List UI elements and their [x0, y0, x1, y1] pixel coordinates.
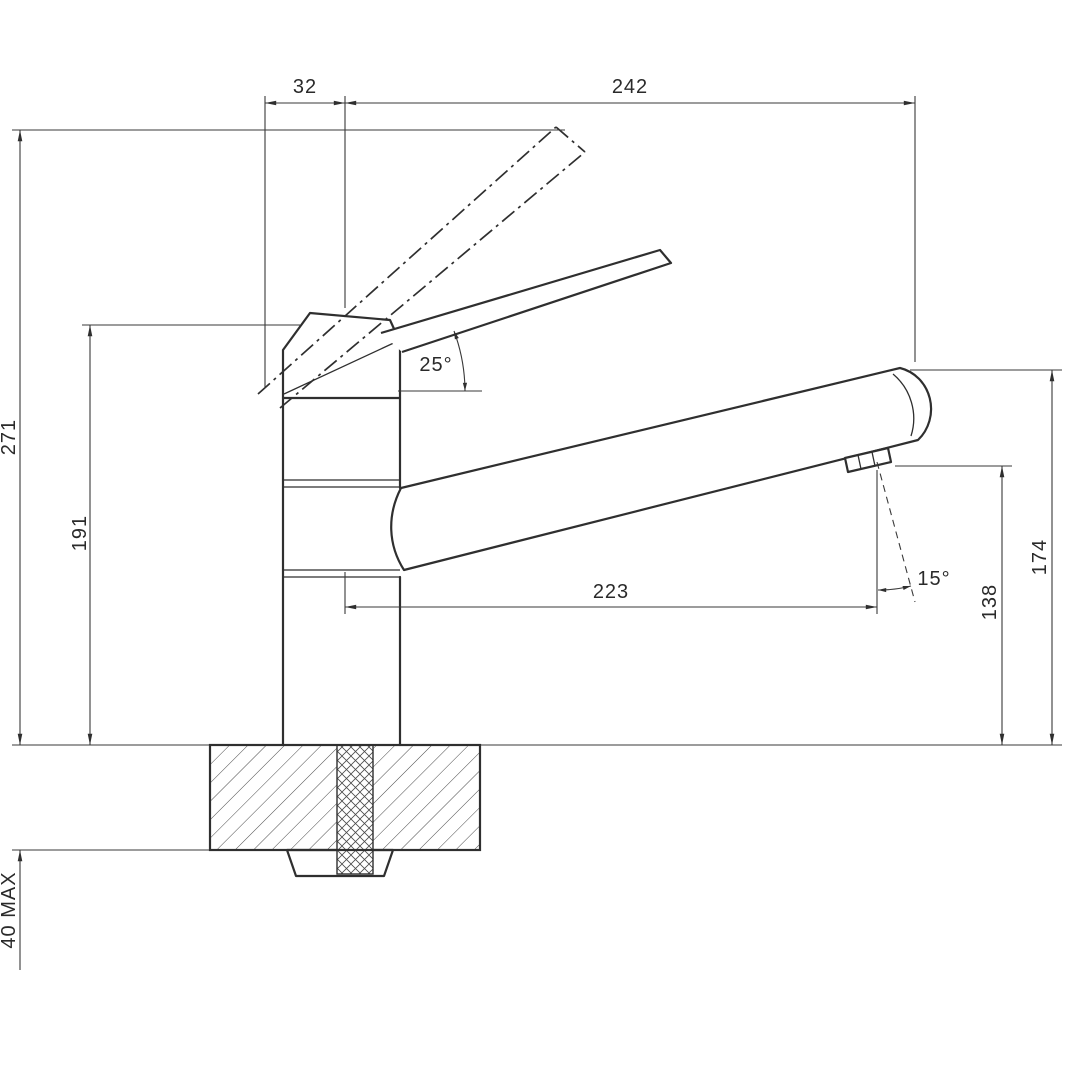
head-diagonal-line	[283, 340, 399, 395]
dim-242-label: 242	[612, 76, 648, 98]
phantom-lever-tip	[555, 126, 586, 153]
dim-15deg-label: 15°	[917, 568, 950, 590]
dimension-max-deck-thickness: 40 MAX	[0, 850, 23, 970]
dim-174-label: 174	[1029, 539, 1051, 575]
dim-271-label: 271	[0, 419, 20, 455]
dimension-body-height: 191	[69, 324, 300, 745]
dim-25deg-label: 25°	[419, 354, 452, 376]
spout-tube	[390, 366, 933, 572]
spout-cap-seam	[892, 373, 915, 437]
dim-40max-label: 40 MAX	[0, 871, 20, 948]
mounting-base	[208, 743, 482, 878]
dim-138-label: 138	[979, 584, 1001, 620]
dimension-spout-outlet-reach: 223	[344, 470, 878, 614]
dimension-overall-height: 271	[0, 129, 565, 745]
dim-32-label: 32	[293, 76, 317, 98]
dim-223-label: 223	[593, 581, 629, 603]
countertop-outline	[208, 743, 482, 852]
handle-lever	[380, 248, 673, 354]
dim-191-label: 191	[69, 515, 91, 551]
dimension-handle-back-offset: 32	[264, 76, 346, 388]
aerator-detail-lines	[857, 451, 876, 470]
lever-outline	[380, 248, 673, 354]
aerator	[843, 446, 893, 474]
body-ring-lines	[283, 397, 400, 578]
dimension-spout-tip-reach: 242	[345, 76, 916, 362]
threaded-shank	[336, 744, 374, 875]
dimension-spout-tip-height: 174	[910, 369, 1062, 745]
angle-axis-line	[876, 461, 916, 603]
angle-arc	[877, 585, 912, 593]
dimension-outlet-height: 138	[895, 465, 1012, 745]
phantom-lever-bottom-edge	[279, 151, 586, 409]
faucet-body	[281, 396, 402, 747]
dimensions: 32 242 271 191 25°	[0, 76, 1062, 970]
dimension-outlet-tilt-angle: 15°	[876, 461, 950, 603]
spout	[390, 366, 933, 572]
reference-lines	[12, 744, 1062, 851]
handle-lever-raised-phantom	[257, 126, 586, 409]
faucet-drawing	[208, 126, 933, 878]
angle-arc	[453, 330, 468, 392]
phantom-lever-top-edge	[257, 126, 557, 395]
dimension-handle-tilt-angle: 25°	[398, 330, 482, 392]
